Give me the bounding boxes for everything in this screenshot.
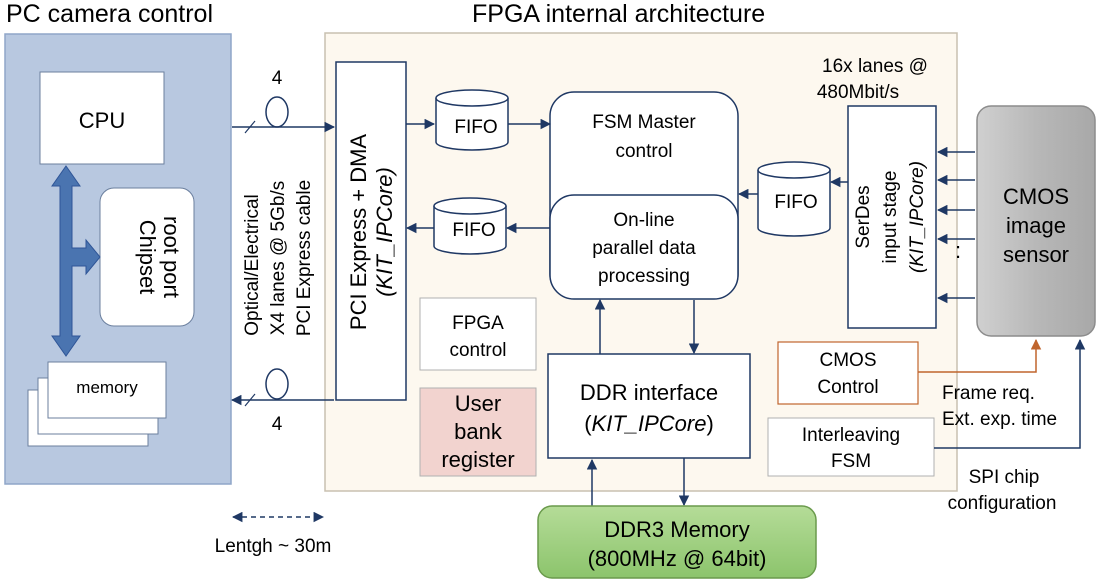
lane-slash-bottom [244,393,256,407]
cpu-box [39,71,165,165]
memory-box [47,361,167,419]
fifo-top-label: FIFO [454,117,497,138]
fifo-bottom-label: FIFO [452,220,495,241]
chipset-label-line2: root port [159,216,184,298]
frame-req-label: Frame req. [942,383,1035,404]
fifo-right-label: FIFO [774,192,817,213]
serdes-label-line1: SerDes [853,185,874,248]
cmos-control-label-line2: Control [817,377,878,398]
cable-ring-bottom-icon [265,368,289,400]
fpga-section-title: FPGA internal architecture [472,0,765,28]
interleaving-fsm-block [767,417,935,477]
pcie-dma-block [335,61,407,401]
spi-label-line2: configuration [948,493,1057,514]
fifo-bottom [433,197,507,255]
arrow-interleaving-to-sensor [934,338,1086,449]
system-bus-arrow [51,165,101,357]
lane-ellipsis: : [955,238,961,263]
user-bank-register-block [419,387,537,477]
lanes-rate-label-line1: 16x lanes @ [822,56,928,77]
serdes-label-line2: input stage [880,171,901,264]
cable-ring-top-icon [265,96,289,128]
fpga-control-block [419,297,537,371]
lane-slash-top [244,120,256,134]
pc-section-title: PC camera control [6,0,213,28]
fsm-master-label-line1: FSM Master [592,112,696,133]
lanes-count-bottom: 4 [272,414,283,435]
sensor-lane-arrows [936,146,975,304]
cmos-control-block [777,341,919,405]
interleaving-label-line2: FSM [831,451,871,472]
lanes-rate-label-line2: 480Mbit/s [817,82,899,103]
pcie-dma-label-line1: PCI Express + DMA [346,134,371,331]
cable-label-line3: PCI Express cable [294,180,315,336]
ddr-interface-label-line2: (KIT_IPCore) [584,411,714,436]
online-label-line1: On-line [613,210,674,231]
cable-length-label: Lentgh ~ 30m [215,536,332,557]
sensor-label-line1: CMOS [1003,184,1069,209]
ddr3-memory-block [537,505,817,579]
cmos-sensor-block [976,105,1096,337]
ddr-interface-block [547,353,751,459]
user-bank-label-line2: bank [454,419,503,444]
cable-label-line2: X4 lanes @ 5Gb/s [268,181,289,335]
serdes-label-line3: (KIT_IPCore) [907,161,928,273]
ddr3-label-line1: DDR3 Memory [604,517,749,542]
fpga-control-label-line1: FPGA [452,313,504,334]
cmos-control-label-line1: CMOS [820,350,877,371]
online-processing-block [549,194,739,300]
online-label-line3: processing [598,266,690,287]
fpga-control-label-line2: control [449,340,506,361]
cable-label-line1: Optical/Electrical [242,194,263,336]
fsm-master-label-line2: control [615,141,672,162]
sensor-label-line2: image [1006,213,1066,238]
fifo-right [757,161,831,237]
user-bank-label-line3: register [441,447,514,472]
lanes-count-top: 4 [272,68,283,89]
arrow-cmos-control-to-sensor [918,338,1042,373]
ext-exp-label: Ext. exp. time [942,409,1057,430]
memory-label: memory [76,378,138,397]
spi-label-line1: SPI chip [969,467,1040,488]
sensor-label-line3: sensor [1003,242,1069,267]
fifo-top [435,89,509,151]
ddr3-label-line2: (800MHz @ 64bit) [588,546,767,571]
ddr-interface-label-line1: DDR interface [580,380,718,405]
chipset-label-line1: Chipset [135,220,160,295]
cpu-label: CPU [79,108,125,133]
online-label-line2: parallel data [592,238,696,259]
user-bank-label-line1: User [455,391,501,416]
serdes-block [847,105,937,329]
interleaving-label-line1: Interleaving [802,425,900,446]
pcie-dma-label-line2: (KIT_IPCore) [372,167,397,297]
